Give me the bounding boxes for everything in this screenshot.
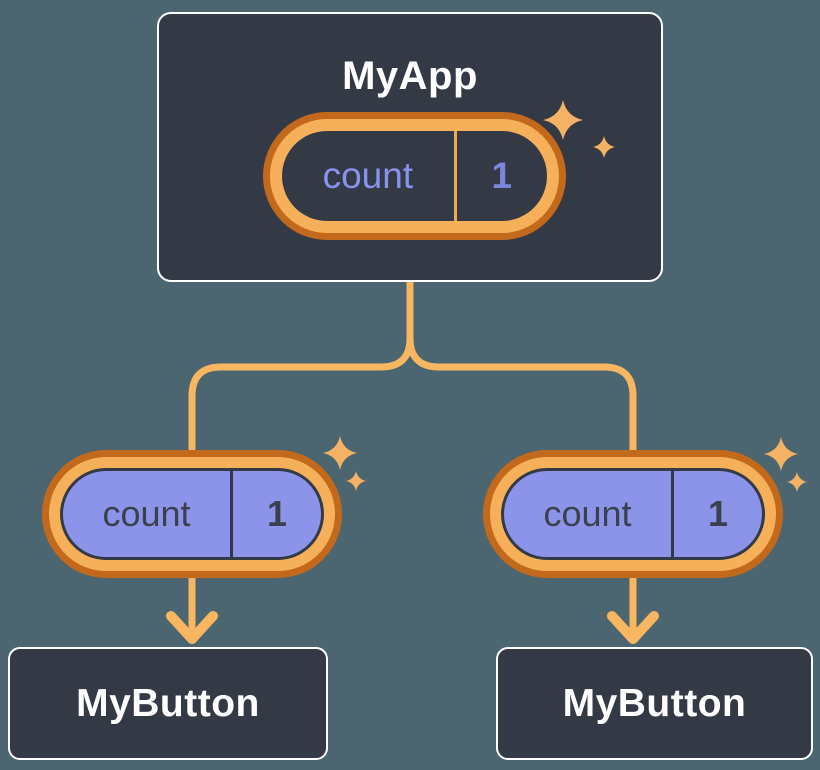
- node-mybutton-left: MyButton: [8, 647, 328, 760]
- node-mybutton-label: MyButton: [76, 681, 260, 725]
- prop-pill-right: count 1: [483, 450, 783, 578]
- state-value-label: 1: [491, 155, 513, 196]
- connector-right-branch: [406, 281, 637, 637]
- pill-divider: [230, 471, 234, 557]
- pill-divider: [453, 131, 457, 221]
- node-mybutton-right: MyButton: [496, 647, 813, 760]
- arrowhead-left-icon: [166, 611, 218, 644]
- node-mybutton-label: MyButton: [562, 681, 747, 725]
- prop-value-label: 1: [267, 493, 288, 534]
- sparkle-icon: [764, 437, 807, 492]
- sparkle-icon: [323, 436, 366, 491]
- prop-name-label: count: [543, 493, 632, 534]
- prop-pill-ring: count 1: [49, 457, 335, 571]
- prop-name-label: count: [102, 493, 191, 534]
- state-pill-ring: count 1: [270, 119, 559, 233]
- state-pill-root: count 1: [263, 112, 566, 240]
- prop-pill-ring: count 1: [490, 457, 776, 571]
- state-name-label: count: [322, 155, 414, 196]
- node-myapp-label: MyApp: [342, 54, 478, 98]
- sparkle-icon: [543, 100, 615, 158]
- arrowhead-right-icon: [607, 611, 659, 644]
- prop-value-label: 1: [708, 493, 729, 534]
- prop-pill-left: count 1: [42, 450, 342, 578]
- pill-divider: [671, 471, 675, 557]
